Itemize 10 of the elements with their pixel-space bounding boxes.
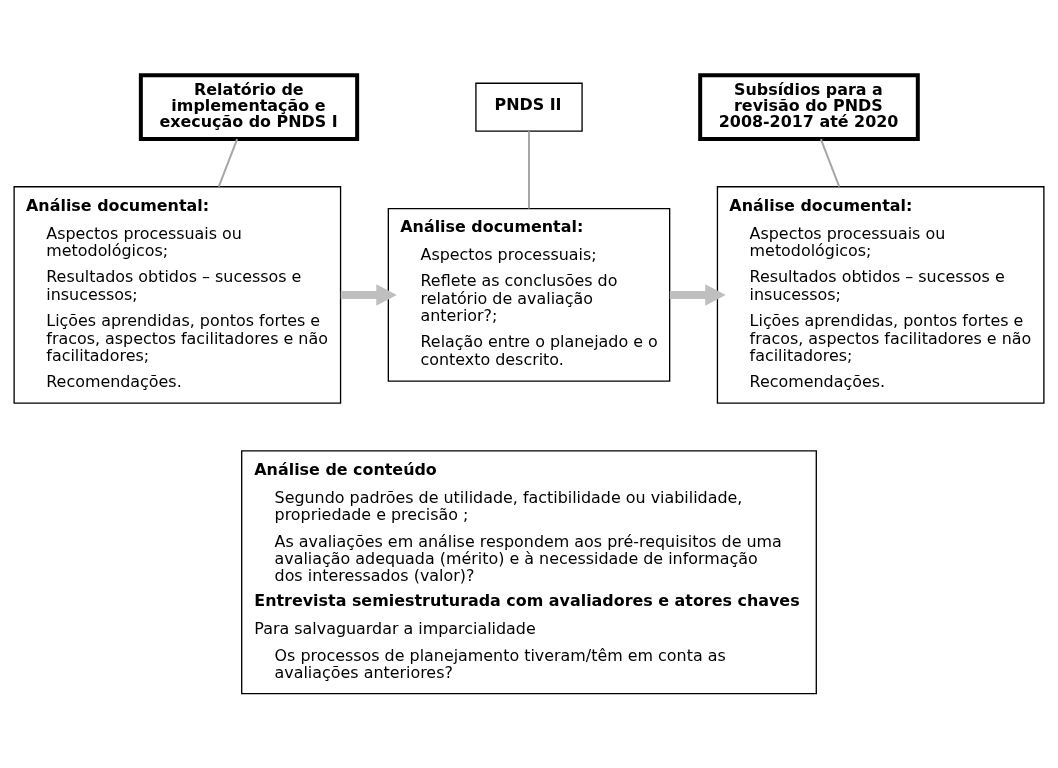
node-box: PNDS II bbox=[475, 82, 583, 132]
node-box: Análise documental: Aspectos processuais ou metodológicos; Resultados obtidos – sucessos e insucessos; Lições aprendidas, pontos fortes e fracos, aspectos facilitadores e não facilitadores; Recomendações. bbox=[716, 185, 1045, 404]
connector bbox=[528, 129, 530, 210]
connector bbox=[819, 137, 841, 188]
node-box: Análise documental: Aspectos processuais; Reflete as conclusões do relatório de avaliação anterior?; Relação entre o planejado e o contexto descrito. bbox=[387, 207, 671, 382]
node-box: Relatório de implementação e execução do PNDS I bbox=[138, 72, 360, 141]
node-box: Análise documental: Aspectos processuais ou metodológicos; Resultados obtidos – sucessos e insucessos; Lições aprendidas, pontos fortes e fracos, aspectos facilitadores e não facilitadores; Recomendações. bbox=[13, 185, 342, 404]
connector bbox=[217, 137, 239, 188]
node-box: Análise de conteúdo Segundo padrões de utilidade, factibilidade ou viabilidade, propriedade e precisão ; As avaliações em análise respondem aos pré-requisitos de uma avaliação adequada (mérito) e à necessidade de informação dos interessados (valor)? Entrevista semiestruturada com avaliadores e atores chaves Para salvaguardar a imparcialidade Os processos de planejamento tiveram/têm em conta as avaliações anteriores? bbox=[241, 449, 817, 694]
node-box: Subsídios para a revisão do PNDS 2008-2017 até 2020 bbox=[698, 72, 920, 141]
